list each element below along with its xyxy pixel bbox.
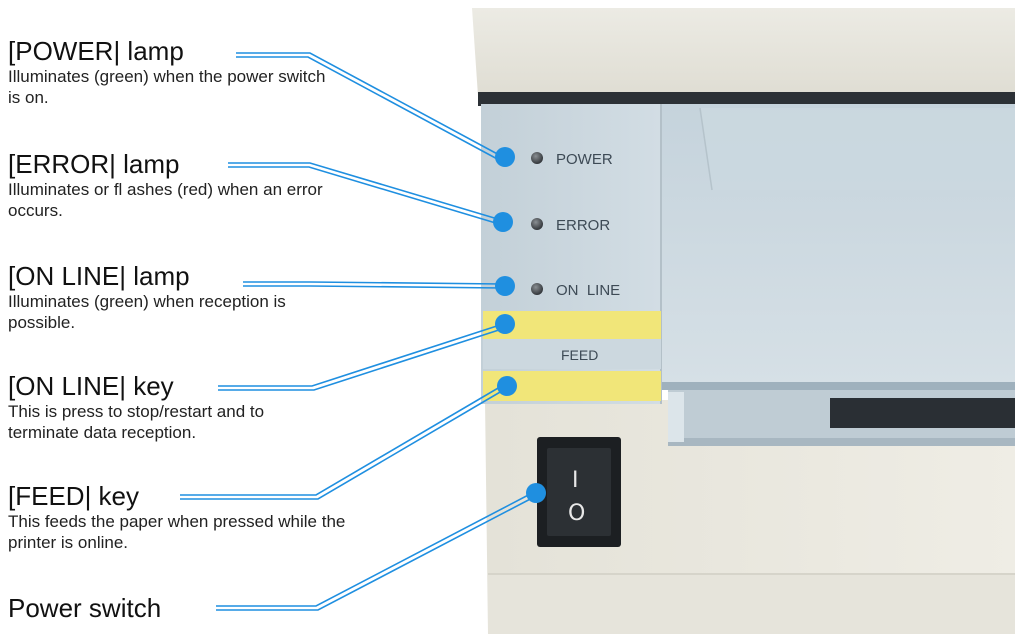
- dot-error: [493, 212, 513, 232]
- printer-top-case: [472, 8, 1015, 96]
- printer-bottom-band: [488, 574, 1015, 634]
- error-lamp-description: Illuminates or fl ashes (red) when an er…: [8, 180, 323, 220]
- callout-online-lamp: [ON LINE| lamp Illuminates (green) when …: [8, 262, 368, 333]
- callout-power-lamp: [POWER| lamp Illuminates (green) when th…: [8, 37, 368, 108]
- callout-power-switch: Power switch: [8, 594, 368, 622]
- online-lamp-title: [ON LINE| lamp: [8, 261, 190, 291]
- leader-power: [236, 52, 504, 158]
- feed-key-title: [FEED| key: [8, 481, 140, 511]
- dot-online-key: [495, 314, 515, 334]
- dot-power: [495, 147, 515, 167]
- online-key-description: This is press to stop/restart and to ter…: [8, 402, 265, 442]
- leader-online-key: [218, 323, 504, 387]
- switch-off-glyph: O: [568, 501, 585, 526]
- online-lamp: [531, 283, 543, 295]
- error-panel-label: ERROR: [556, 217, 610, 234]
- callout-online-key: [ON LINE| key This is press to stop/rest…: [8, 372, 368, 443]
- power-switch-title: Power switch: [8, 593, 162, 623]
- dot-power-switch: [526, 483, 546, 503]
- feed-panel-label: FEED: [561, 347, 598, 363]
- leader-lines: [180, 52, 539, 611]
- leader-error: [228, 162, 502, 221]
- online-key-title: [ON LINE| key: [8, 371, 174, 401]
- power-lamp: [531, 152, 543, 164]
- leader-feed: [180, 383, 506, 496]
- error-lamp: [531, 218, 543, 230]
- power-panel-label: POWER: [556, 151, 613, 168]
- error-lamp-title: [ERROR| lamp: [8, 149, 180, 179]
- printer-dark-gap: [478, 92, 1015, 106]
- leader-online: [243, 281, 504, 285]
- power-lamp-description: Illuminates (green) when the power switc…: [8, 67, 326, 107]
- dot-online: [495, 276, 515, 296]
- callout-feed-key: [FEED| key This feeds the paper when pre…: [8, 482, 368, 553]
- callout-error-lamp: [ERROR| lamp Illuminates or fl ashes (re…: [8, 150, 368, 221]
- switch-on-glyph: I: [572, 468, 579, 493]
- leader-power-switch: [216, 490, 537, 607]
- dot-feed: [497, 376, 517, 396]
- power-lamp-title: [POWER| lamp: [8, 36, 184, 66]
- online-panel-label: ON LINE: [556, 282, 620, 299]
- online-lamp-description: Illuminates (green) when reception is po…: [8, 292, 286, 332]
- feed-key-description: This feeds the paper when pressed while …: [8, 512, 346, 552]
